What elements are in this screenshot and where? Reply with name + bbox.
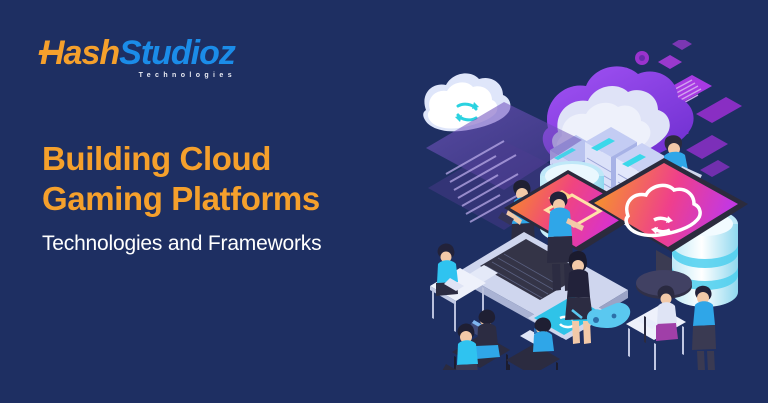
card-icons — [686, 97, 742, 177]
page-subtitle: Technologies and Frameworks — [42, 232, 322, 255]
sync-arrow-head-2 — [455, 115, 462, 122]
desk-workstations — [430, 243, 686, 370]
person-on-laptop — [547, 191, 584, 291]
person-woman-center — [565, 251, 593, 344]
cloud-gaming-illustration — [400, 40, 768, 370]
logo-studioz-text: Studioz — [119, 34, 236, 72]
page-title-line-1: Building Cloud — [42, 140, 272, 177]
person-standing-right — [692, 285, 716, 370]
page-title-line-2: Gaming Platforms — [42, 180, 320, 217]
game-controller — [571, 302, 631, 328]
sync-arrow-head-1 — [472, 102, 479, 109]
logo-h-crossbar-accent — [38, 50, 62, 55]
logo-wordmark: HashStudioz — [40, 36, 240, 70]
logo-tagline: Technologies — [138, 72, 236, 79]
hashstudioz-logo[interactable]: HashStudioz Technologies — [38, 36, 240, 86]
monitor-cloud-sync — [588, 158, 748, 299]
page-title: Building Cloud Gaming Platforms — [42, 139, 402, 219]
code-panel — [426, 102, 582, 230]
